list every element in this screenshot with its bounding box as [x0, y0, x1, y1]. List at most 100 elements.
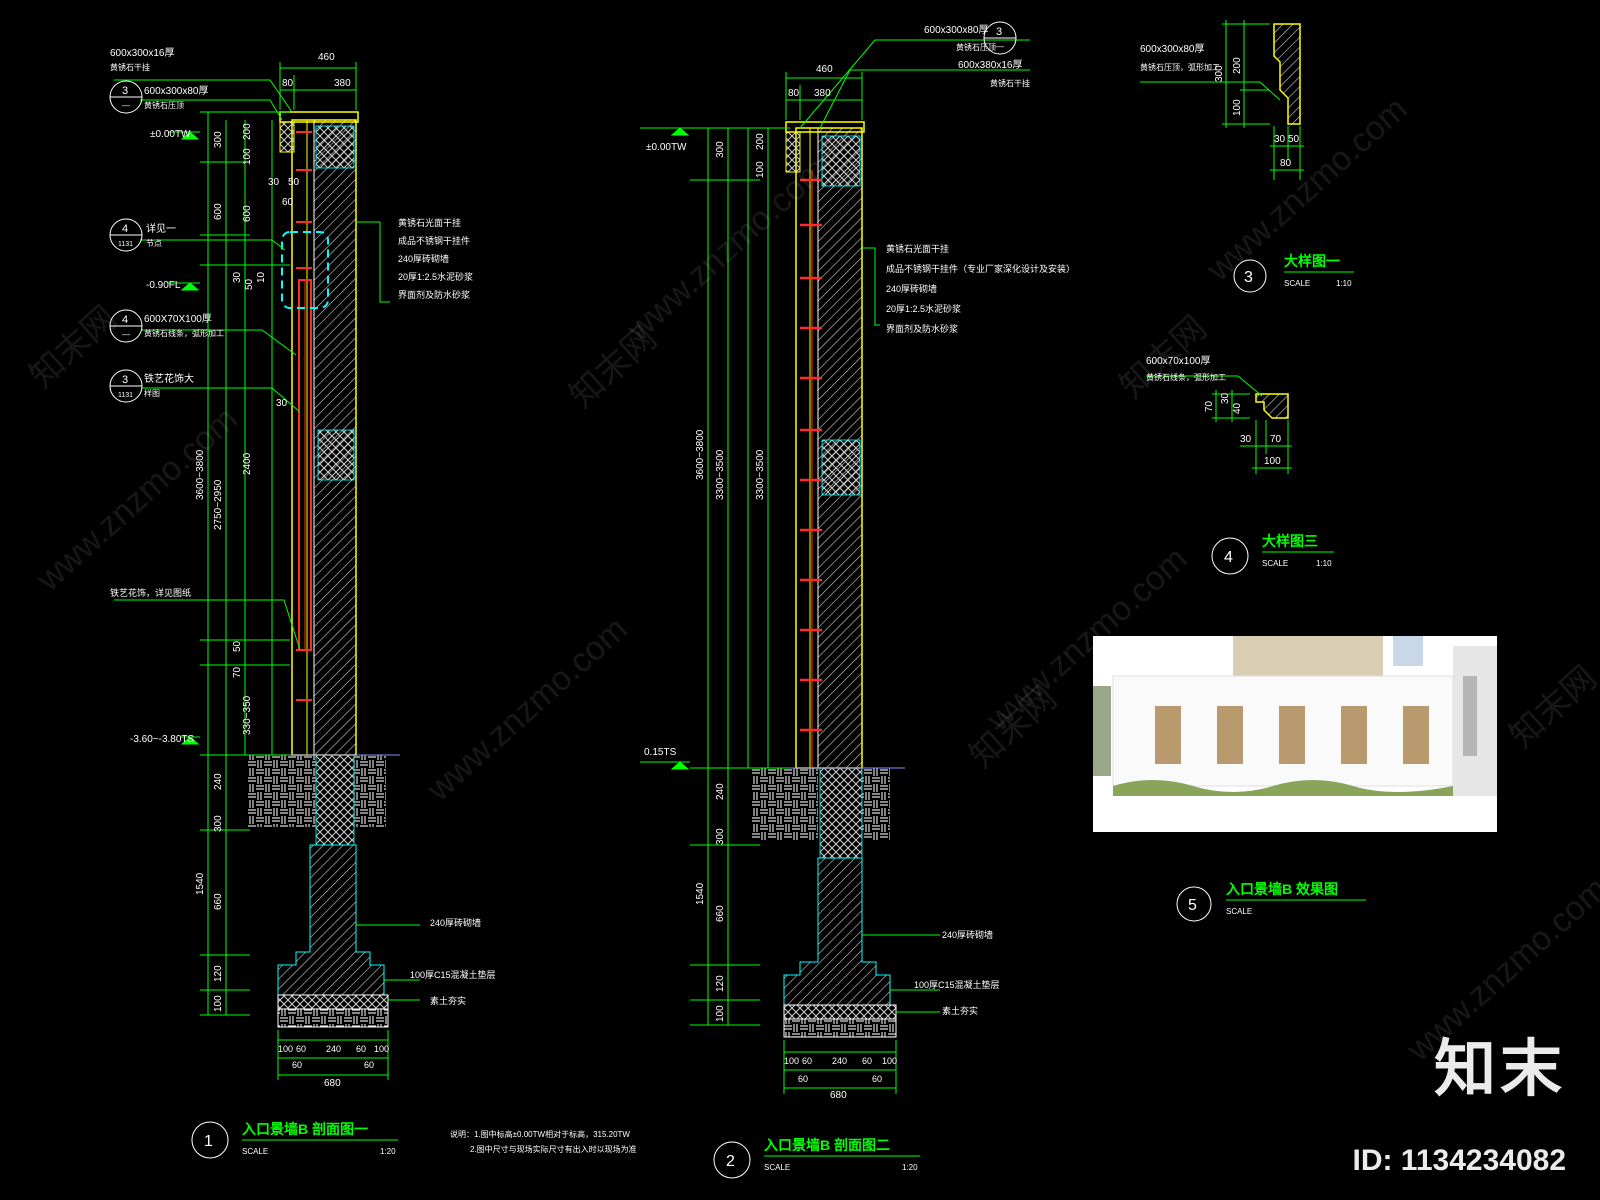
s2-tag-num: 3	[996, 26, 1002, 38]
s1-remarks: 说明：1.图中标高±0.00TW相对于标高，315.20TW	[450, 1129, 630, 1139]
d3-dim-100: 100	[1232, 99, 1243, 116]
brand-id: ID: 1134234082	[1352, 1144, 1566, 1177]
d4-note2: 黄锈石线条，弧形加工	[1146, 372, 1226, 382]
s1-dim-50: 50	[232, 640, 243, 652]
s2-layer-5: 界面剂及防水砂浆	[886, 323, 958, 334]
section-1-drawing	[109, 62, 420, 1159]
s2-top-note-a2: 黄锈石压顶	[956, 42, 996, 52]
s2-dim-380: 380	[814, 88, 831, 99]
d4-scale: 1:10	[1316, 559, 1332, 568]
d3-scale-label: SCALE	[1284, 279, 1310, 288]
s1-dim-460: 460	[318, 52, 335, 63]
section-2-drawing	[640, 21, 1030, 1179]
s2-found-dim-120: 120	[715, 975, 726, 992]
s1-dim-2400: 2400	[242, 452, 253, 475]
s2-found-note-2: 100厚C15混凝土垫层	[914, 979, 1000, 990]
s1-base-dim-3: 240	[326, 1044, 341, 1054]
s1-dim-s50b: 50	[244, 278, 255, 290]
d3-dim-300: 300	[1214, 65, 1225, 82]
s1-tag3-num: 4	[122, 314, 128, 326]
d3-dim-50: 50	[1288, 134, 1300, 145]
s1-layer-4: 20厚1:2.5水泥砂浆	[398, 271, 473, 282]
s1-base-sub-1: 60	[292, 1060, 302, 1070]
s2-dim-b: 3300~3500	[755, 449, 766, 500]
d4-dim-30b: 30	[1240, 434, 1252, 445]
s1-layer-2: 成品不锈钢干挂件	[398, 235, 470, 246]
s1-title: 入口景墙B 剖面图一	[242, 1121, 368, 1137]
s1-dim-s100: 100	[242, 148, 253, 165]
s2-layer-3: 240厚砖砌墙	[886, 283, 937, 294]
s1-dim-600b: 600	[242, 205, 253, 222]
detail-1-drawing	[1140, 20, 1304, 293]
s1-tag2-num: 4	[122, 223, 128, 235]
s2-base-dim-2: 60	[802, 1056, 812, 1066]
s2-dim-300: 300	[715, 141, 726, 158]
s2-top-note-b: 600x380x16厚	[958, 59, 1023, 71]
detail-1-labels: 600x300x80厚 黄锈石压顶，弧形加工 300 200 100 30 50…	[1140, 43, 1352, 288]
s2-level-bottom: 0.15TS	[644, 747, 677, 758]
s1-remarks2: 2.图中尺寸与现场实际尺寸有出入时以现场为准	[470, 1144, 637, 1154]
d4-title-num: 4	[1224, 549, 1233, 566]
s2-top-note-b2: 黄锈石干挂	[990, 78, 1030, 88]
s2-dim-100: 100	[755, 161, 766, 178]
s1-scale: 1:20	[380, 1147, 396, 1156]
d3-note: 600x300x80厚	[1140, 43, 1205, 55]
s1-dim-80: 80	[282, 78, 294, 89]
s1-tag2-note: 详见一	[146, 222, 176, 235]
s1-dim-30: 30	[276, 398, 288, 409]
s2-base-total: 680	[830, 1090, 847, 1101]
d4-dim-30: 30	[1220, 392, 1231, 404]
d3-title-num: 3	[1244, 269, 1253, 286]
s2-level-top: ±0.00TW	[646, 142, 687, 153]
d4-dim-70b: 70	[1270, 434, 1282, 445]
s2-base-sub-1: 60	[798, 1074, 808, 1084]
s1-scale-label: SCALE	[242, 1147, 268, 1156]
d3-scale: 1:10	[1336, 279, 1352, 288]
s2-found-note-1: 240厚砖砌墙	[942, 929, 993, 940]
s2-found-dim-240: 240	[715, 783, 726, 800]
s1-level-bottom: -3.60~-3.80TS	[130, 734, 195, 745]
s1-tag4-ref: 1131	[118, 392, 133, 399]
s1-dim-s30b: 30	[232, 271, 243, 283]
s1-tag3-note: 600X70X100厚	[144, 313, 212, 325]
s1-found-note-2: 100厚C15混凝土垫层	[410, 969, 496, 980]
d4-dim-40: 40	[1232, 402, 1243, 414]
s1-tag1-num: 3	[122, 85, 128, 97]
brand-logo: 知末	[1433, 1035, 1566, 1104]
s1-dim-s200: 200	[242, 123, 253, 140]
d3-dim-200: 200	[1232, 57, 1243, 74]
s1-tag2-note2: 节点	[146, 239, 162, 248]
effect-render-image	[1093, 636, 1497, 832]
detail-3-drawing	[1146, 375, 1292, 575]
r5-title: 入口景墙B 效果图	[1226, 881, 1338, 897]
s2-dim-total: 3600~3800	[695, 429, 706, 480]
d4-scale-label: SCALE	[1262, 559, 1288, 568]
r5-scale-label: SCALE	[1226, 907, 1252, 916]
s2-layer-4: 20厚1:2.5水泥砂浆	[886, 303, 961, 314]
s1-tag3-ref: —	[122, 330, 130, 339]
s1-dim-330: 330~350	[242, 695, 253, 735]
s2-found-dim-100: 100	[715, 1005, 726, 1022]
s2-found-total: 1540	[695, 882, 706, 905]
s1-layer-3: 240厚砖砌墙	[398, 253, 449, 264]
s1-found-total: 1540	[195, 872, 206, 895]
s1-base-dim-4: 60	[356, 1044, 366, 1054]
s1-base-total: 680	[324, 1078, 341, 1089]
s2-found-dim-660: 660	[715, 905, 726, 922]
detail-3-labels: 600x70x100厚 黄锈石线条，弧形加工 70 30 40 30 70 10…	[1146, 355, 1332, 568]
s1-found-dim-240: 240	[213, 773, 224, 790]
s1-top-note-a2: 黄锈石干挂	[110, 62, 150, 72]
render-title-block: 5 入口景墙B 效果图 SCALE	[1176, 881, 1366, 922]
s1-title-num: 1	[204, 1133, 213, 1150]
s1-dim-70: 70	[232, 666, 243, 678]
s2-dim-460: 460	[816, 64, 833, 75]
s1-dim-s30: 30	[268, 177, 280, 188]
s2-dim-a: 3300~3500	[715, 449, 726, 500]
s1-dim-total: 3600~3800	[195, 449, 206, 500]
s1-tag1-note2: 黄锈石压顶	[144, 100, 184, 110]
s1-base-dim-2: 60	[296, 1044, 306, 1054]
s1-dim-s50: 50	[288, 177, 300, 188]
s1-dim-s60: 60	[282, 197, 294, 208]
d3-title: 大样图一	[1284, 253, 1340, 269]
